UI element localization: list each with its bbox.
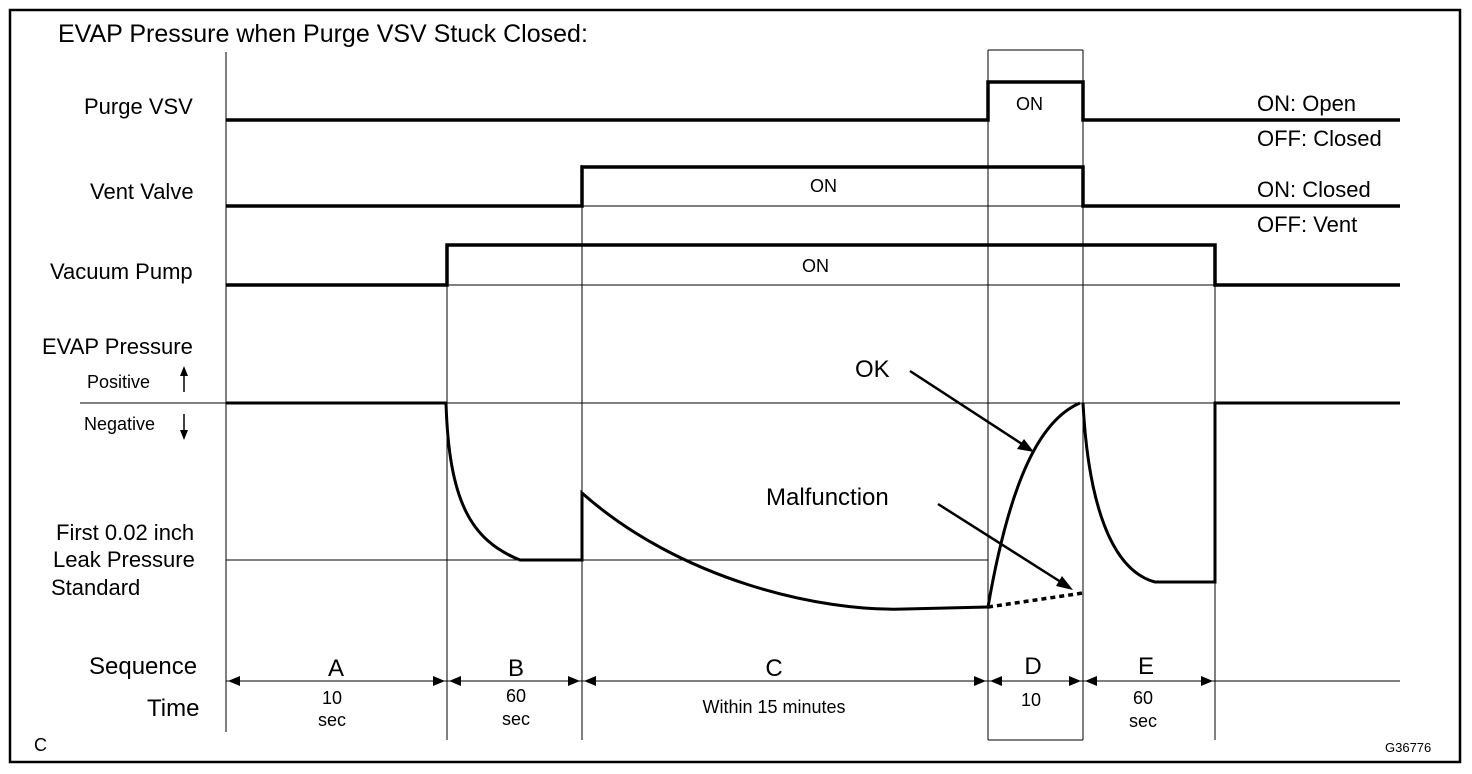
vacuum-pump-on-label: ON — [802, 256, 829, 276]
malfunction-callout-arrowhead — [1056, 576, 1073, 590]
evap-pressure-trace — [226, 401, 989, 611]
leak-label-line3: Standard — [51, 575, 140, 600]
evap-ok-curve — [986, 401, 1081, 608]
phase-e-time-value: 60 — [1133, 688, 1153, 708]
phase-d-time-value: 10 — [1021, 690, 1041, 710]
legend-vent-off: OFF: Vent — [1257, 212, 1357, 237]
phase-arrows — [228, 676, 1213, 686]
legend-purge-on: ON: Open — [1257, 91, 1356, 116]
phase-d-letter: D — [1024, 653, 1041, 680]
purge-vsv-on-label: ON — [1016, 94, 1043, 114]
phase-boundaries — [446, 49, 1216, 741]
ok-annotation: OK — [855, 356, 890, 383]
leak-label-line1: First 0.02 inch — [56, 520, 194, 545]
vacuum-pump-signal — [226, 243, 1400, 287]
row-label-vacuum-pump: Vacuum Pump — [50, 259, 193, 284]
ok-callout-arrowhead — [1017, 439, 1034, 452]
sequence-label: Sequence — [89, 653, 197, 680]
row-label-vent-valve: Vent Valve — [90, 179, 194, 204]
phase-a-time-value: 10 — [322, 688, 342, 708]
phase-c-time-value: Within 15 minutes — [702, 697, 845, 717]
time-label: Time — [147, 695, 199, 722]
positive-label: Positive — [87, 372, 150, 392]
diagram-title: EVAP Pressure when Purge VSV Stuck Close… — [58, 20, 588, 48]
pos-neg-arrow-icon — [180, 366, 188, 440]
phase-b-time-value: 60 — [506, 686, 526, 706]
phase-b-time-unit: sec — [502, 709, 530, 729]
legend-purge-off: OFF: Closed — [1257, 126, 1382, 151]
corner-code-left: C — [34, 735, 47, 755]
phase-b-letter: B — [508, 655, 524, 682]
row-label-evap-pressure: EVAP Pressure — [42, 334, 193, 359]
legend-vent-on: ON: Closed — [1257, 177, 1371, 202]
evap-malfunction-curve — [987, 591, 1084, 609]
figure-code: G36776 — [1385, 740, 1431, 755]
phase-c-letter: C — [765, 655, 782, 682]
ok-callout-line — [909, 369, 1026, 448]
leak-label-line2: Leak Pressure — [53, 547, 195, 572]
malfunction-callout-line — [937, 502, 1065, 586]
purge-vsv-signal — [226, 80, 1400, 122]
vent-valve-on-label: ON — [810, 176, 837, 196]
phase-a-letter: A — [328, 655, 344, 682]
phase-e-letter: E — [1138, 653, 1154, 680]
negative-label: Negative — [84, 414, 155, 434]
outer-border — [8, 8, 1462, 764]
row-label-purge-vsv: Purge VSV — [84, 94, 193, 119]
vent-valve-signal — [226, 165, 1400, 208]
malfunction-annotation: Malfunction — [766, 484, 889, 511]
phase-a-time-unit: sec — [318, 710, 346, 730]
evap-phase-e-trace — [1081, 401, 1400, 584]
phase-e-time-unit: sec — [1129, 711, 1157, 731]
